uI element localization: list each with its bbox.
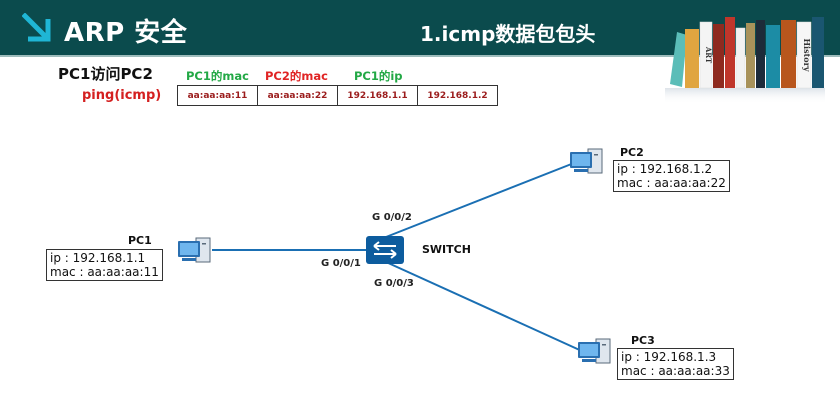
slide-title: ARP 安全 xyxy=(64,18,188,48)
port-label-g002: G 0/0/2 xyxy=(372,212,412,223)
ping-label: ping(icmp) xyxy=(82,88,162,103)
slide-subtitle: 1.icmp数据包包头 xyxy=(420,22,596,46)
pc3-label: PC3 xyxy=(631,334,655,347)
column-label-src-ip: PC1的ip xyxy=(354,69,403,83)
port-label-g003: G 0/0/3 xyxy=(374,278,414,289)
link-switch-pc2 xyxy=(385,162,575,238)
book-label-history: History xyxy=(802,39,812,72)
column-label-src-mac: PC1的mac xyxy=(186,69,249,83)
pc3-computer-icon[interactable] xyxy=(576,336,616,368)
pc1-label: PC1 xyxy=(128,234,152,247)
pc2-info-box: ip : 192.168.1.2 mac : aa:aa:aa:22 xyxy=(613,160,730,192)
column-label-dst-mac: PC2的mac xyxy=(265,69,328,83)
packet-header-table: aa:aa:aa:11 aa:aa:aa:22 192.168.1.1 192.… xyxy=(177,85,498,106)
pc3-ip: ip : 192.168.1.3 xyxy=(621,350,717,364)
header-divider xyxy=(0,55,840,57)
packet-field-src-mac: aa:aa:aa:11 xyxy=(178,86,258,105)
packet-field-src-ip: 192.168.1.1 xyxy=(338,86,418,105)
pc1-info-box: ip : 192.168.1.1 mac : aa:aa:aa:11 xyxy=(46,249,163,281)
pc1-ip: ip : 192.168.1.1 xyxy=(50,251,146,265)
arrow-down-right-icon xyxy=(22,13,51,42)
pc2-computer-icon[interactable] xyxy=(568,146,608,178)
pc3-mac: mac : aa:aa:aa:33 xyxy=(621,364,730,378)
packet-field-dst-mac: aa:aa:aa:22 xyxy=(258,86,338,105)
link-switch-pc3 xyxy=(385,261,585,353)
pc3-info-box: ip : 192.168.1.3 mac : aa:aa:aa:33 xyxy=(617,348,734,380)
pc1-mac: mac : aa:aa:aa:11 xyxy=(50,265,159,279)
port-label-g001: G 0/0/1 xyxy=(321,258,361,269)
book-label-art: ART xyxy=(704,46,713,64)
book xyxy=(670,32,687,87)
pc2-mac: mac : aa:aa:aa:22 xyxy=(617,176,726,190)
access-title: PC1访问PC2 xyxy=(58,65,153,83)
pc2-ip: ip : 192.168.1.2 xyxy=(617,162,713,176)
packet-field-dst-ip: 192.168.1.2 xyxy=(427,90,488,101)
books-illustration: ART History xyxy=(665,17,825,104)
pc2-label: PC2 xyxy=(620,146,644,159)
pc1-computer-icon[interactable] xyxy=(176,235,216,267)
switch-icon[interactable] xyxy=(366,236,404,264)
switch-label: SWITCH xyxy=(422,243,471,256)
